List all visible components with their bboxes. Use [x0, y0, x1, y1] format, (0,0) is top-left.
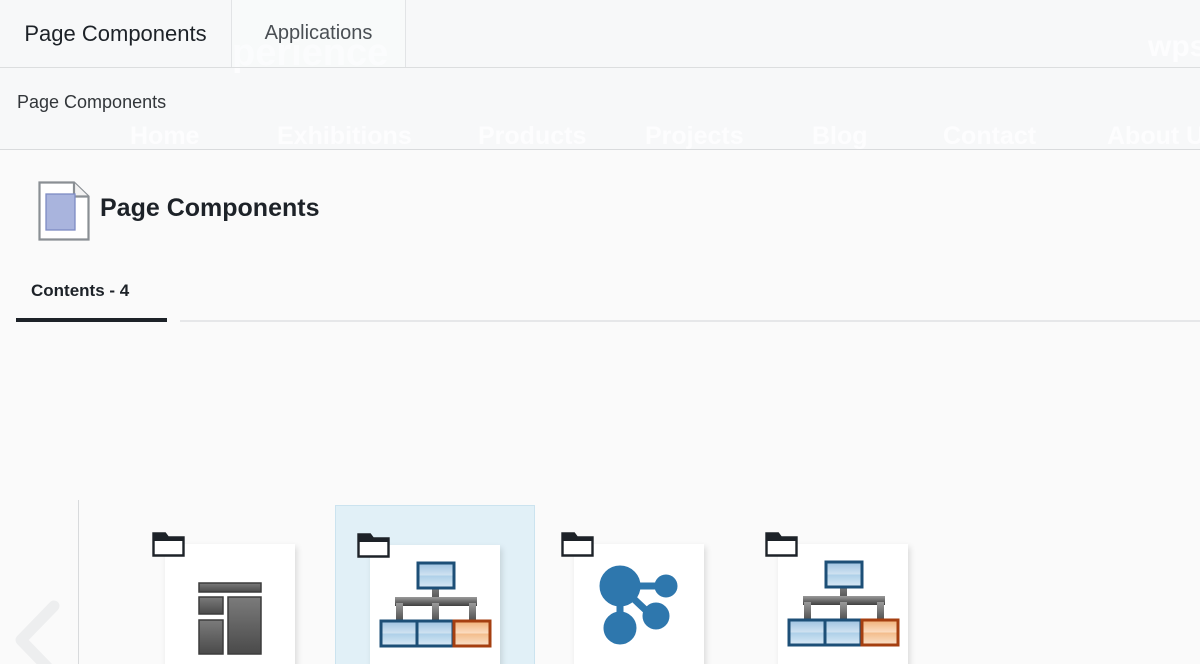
- chevron-left-icon[interactable]: [6, 598, 68, 664]
- breadcrumb-divider: [0, 149, 1200, 150]
- breadcrumb[interactable]: Page Components: [17, 92, 167, 112]
- tile-social-content[interactable]: Social Content: [539, 505, 739, 664]
- folder-icon: [357, 533, 390, 558]
- tile-thumbnail: [357, 533, 500, 664]
- hierarchy-tree-icon: [370, 545, 500, 664]
- tile-web-content[interactable]: Web Content: [130, 505, 330, 664]
- grid-left-divider: [78, 500, 79, 664]
- hierarchy-tree-icon: [778, 544, 908, 664]
- tab-page-components[interactable]: Page Components: [0, 0, 231, 68]
- tile-thumbnail: [152, 532, 295, 664]
- contents-tab-bar: Contents - 4: [0, 275, 1200, 330]
- breadcrumb-row: Page Components: [0, 68, 1200, 150]
- share-network-icon: [574, 544, 704, 664]
- tile-script-applications[interactable]: Script Applications: [335, 505, 535, 664]
- page-document-icon: [38, 181, 90, 241]
- tab-applications-label: Applications: [264, 22, 373, 44]
- tile-thumbnail: [561, 532, 704, 664]
- component-tile-grid: Web Content: [130, 505, 1090, 664]
- web-layout-icon: [165, 544, 295, 664]
- tile-thumbnail: [765, 532, 908, 664]
- tab-page-components-label: Page Components: [24, 21, 207, 46]
- page-title-row: Page Components: [0, 168, 1200, 252]
- folder-icon: [765, 532, 798, 557]
- tab-strip-divider: [0, 67, 1200, 68]
- top-tab-strip: Page Components Applications: [0, 0, 1200, 68]
- page-title: Page Components: [100, 194, 320, 222]
- folder-icon: [152, 532, 185, 557]
- contents-tab-active-underline: [16, 318, 167, 322]
- tile-blogs-and-wikis[interactable]: Blogs and Wikis: [743, 505, 943, 664]
- contents-tab-rule: [180, 320, 1200, 322]
- tab-applications[interactable]: Applications: [231, 0, 406, 68]
- main-panel: Page Components Contents - 4: [0, 150, 1200, 664]
- tab-contents[interactable]: Contents - 4: [31, 281, 130, 300]
- folder-icon: [561, 532, 594, 557]
